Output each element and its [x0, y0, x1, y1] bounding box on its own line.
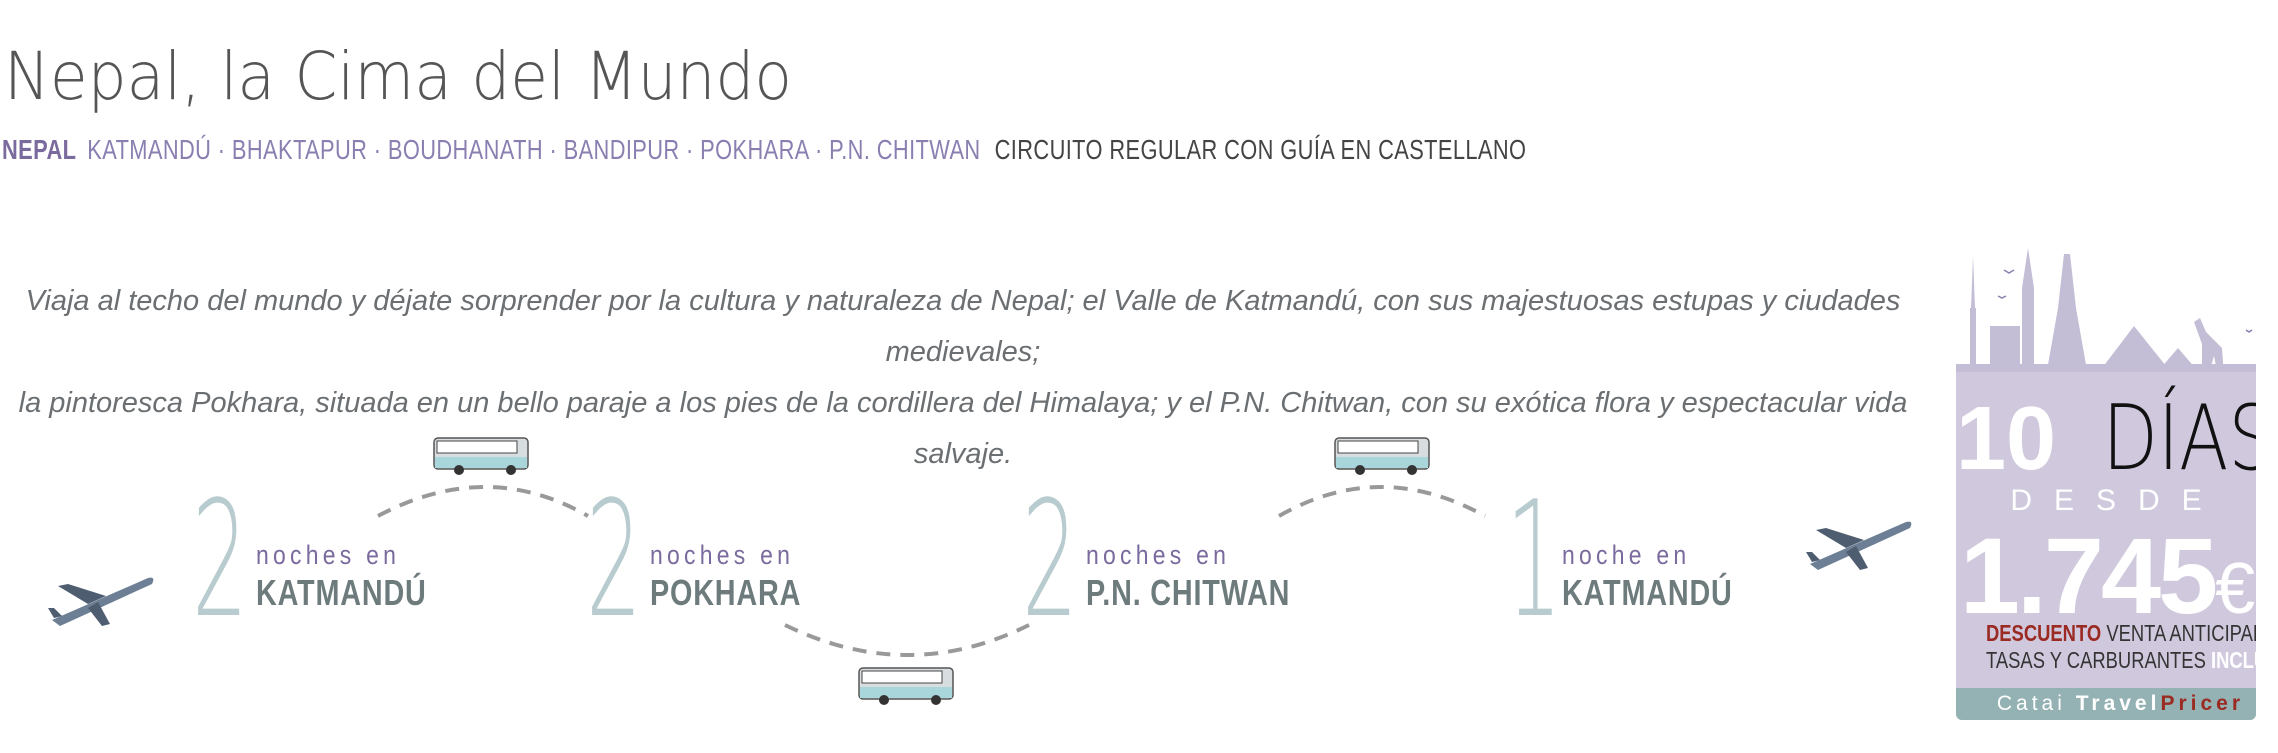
trip-description: Viaja al techo del mundo y déjate sorpre… [0, 276, 1926, 480]
from-label: DESDE [2010, 484, 2224, 517]
city-name: KATMANDÚ [256, 572, 427, 613]
days-number: 10 [1956, 389, 2057, 489]
nights-label: noche en [1562, 540, 1691, 570]
duration: 10 DÍAS [1956, 386, 2256, 491]
city-name: P.N. CHITWAN [1086, 572, 1291, 613]
brand-travel: Travel [2075, 692, 2161, 715]
price-box: 10 DÍAS DESDE 1.745€ DESCUENTO VENTA ANT… [1956, 372, 2256, 720]
taxes-text: TASAS Y CARBURANTES [1986, 647, 2206, 673]
nights-label: noches en [650, 540, 795, 570]
brand-band: Catai TravelPricer [1956, 688, 2256, 720]
price-amount: 1.745€ [1956, 522, 2256, 630]
trip-subtitle: NEPAL KATMANDÚ · BHAKTAPUR · BOUDHANATH ·… [2, 134, 1526, 166]
nights-count: 2 [1022, 466, 1078, 653]
page-title: Nepal, la Cima del Mundo [4, 38, 792, 115]
nights-count: 2 [192, 466, 248, 653]
city-name: POKHARA [650, 572, 802, 613]
route-arc [377, 485, 589, 518]
itinerary-stop: 2 noches en P.N. CHITWAN [1022, 466, 1289, 653]
places-list: KATMANDÚ · BHAKTAPUR · BOUDHANATH · BAND… [87, 134, 981, 165]
airplane-icon [48, 577, 154, 626]
nights-label: noches en [1086, 540, 1231, 570]
airplane-icon [1806, 521, 1912, 570]
price-value: 1.745 [1959, 515, 2218, 636]
discount-text: VENTA ANTICIPADA [2106, 620, 2256, 646]
itinerary-stop: 1 noche en KATMANDÚ [1506, 466, 1732, 653]
itinerary-stop: 2 noches en POKHARA [586, 466, 800, 653]
nights-count: 1 [1506, 466, 1562, 653]
taxes-line: TASAS Y CARBURANTES INCLUIDOS [1986, 647, 2256, 674]
bus-icon [858, 667, 954, 705]
days-label: DÍAS [2102, 386, 2256, 491]
description-line: Viaja al techo del mundo y déjate sorpre… [25, 285, 1901, 368]
itinerary-stop: 2 noches en KATMANDÚ [192, 466, 426, 653]
discount-line: DESCUENTO VENTA ANTICIPADA [1986, 620, 2256, 647]
city-name: KATMANDÚ [1562, 572, 1733, 613]
bus-icon [1334, 437, 1430, 475]
route-arc [784, 623, 1030, 657]
currency-symbol: € [2215, 549, 2255, 629]
route-arc [1278, 485, 1486, 518]
skyline-illustration [1956, 248, 2256, 376]
circuit-type: CIRCUITO REGULAR CON GUÍA EN CASTELLANO [994, 134, 1527, 165]
included-label: INCLUIDOS [2210, 647, 2256, 673]
description-line: la pintoresca Pokhara, situada en un bel… [18, 387, 1908, 470]
discount-label: DESCUENTO [1986, 620, 2102, 646]
country-label: NEPAL [2, 134, 77, 165]
bus-icon [433, 437, 529, 475]
nights-label: noches en [256, 540, 401, 570]
nights-count: 2 [586, 466, 642, 653]
brand-pricer: Pricer [2160, 692, 2244, 715]
brand-catai: Catai [1996, 692, 2066, 715]
